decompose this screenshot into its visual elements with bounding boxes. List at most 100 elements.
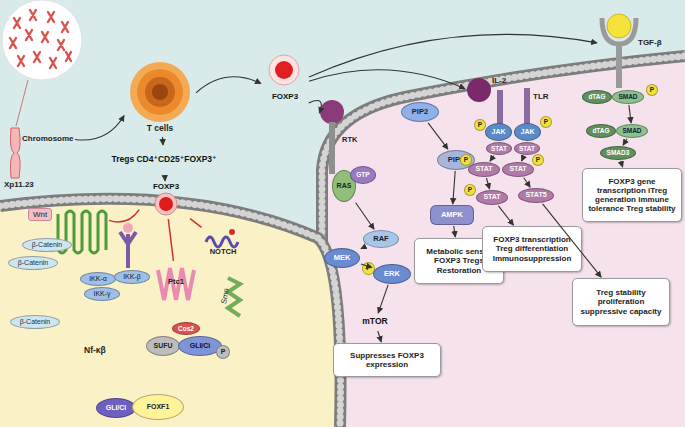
chromosome-marks	[10, 10, 71, 68]
diagram-node: mTOR	[353, 314, 397, 330]
connector-arrow	[453, 171, 455, 204]
ikk-ligand	[123, 223, 133, 233]
protein-oval: dTAG	[582, 90, 612, 104]
node-text: β-Catenin	[20, 318, 51, 326]
node-text: GLI/Ci	[106, 404, 127, 412]
node-text: IL-2	[492, 76, 506, 85]
t-cell-symbol	[130, 62, 190, 122]
phospho-dot: P	[646, 84, 658, 96]
node-text: TGF-β	[638, 38, 662, 47]
node-text: NOTCH	[200, 248, 246, 257]
node-text: IKK-α	[89, 275, 107, 283]
protein-oval: STAT5	[518, 188, 554, 203]
cell-cytoplasm	[322, 56, 685, 427]
node-text: PIP2	[412, 108, 428, 117]
leader-line	[16, 80, 28, 126]
membrane-lipid-heads	[322, 56, 685, 427]
inhibition-line	[109, 210, 139, 222]
connector-arrow	[629, 105, 631, 123]
protein-oval: MEK	[324, 248, 360, 268]
il2-receptor	[524, 88, 530, 124]
ptc1-receptor	[158, 268, 194, 300]
inhibition-line	[168, 219, 173, 261]
phospho-dot: P	[464, 184, 476, 196]
protein-oval: STAT	[514, 142, 540, 155]
node-text: dTAG	[592, 127, 609, 134]
outcome-box: FOXP3 transcription Treg differentiation…	[482, 226, 582, 272]
node-text: SMAD	[622, 127, 641, 134]
connector-arrow	[524, 178, 530, 187]
phospho-dot: P	[474, 119, 486, 131]
diagram-node: FOXP3	[140, 182, 192, 218]
membrane-lipid-heads	[0, 199, 341, 427]
outcome-box: Treg stability proliferation suppressive…	[572, 278, 670, 326]
chromosome-cluster	[2, 0, 82, 80]
connector-arrow	[522, 156, 524, 161]
protein-oval: STAT	[502, 162, 534, 177]
foxp3-symbol	[269, 55, 299, 85]
node-text: Smo	[220, 288, 231, 305]
inhibition-line	[190, 219, 201, 228]
connector-arrow	[428, 123, 448, 149]
connector-arrow	[356, 203, 374, 229]
diagram-node: Tregs CD4⁺CD25⁺FOXP3⁺	[108, 146, 220, 174]
connector-arrow	[378, 331, 382, 342]
diagram-node: Ptc1	[156, 262, 196, 302]
phospho-dot: P	[540, 116, 552, 128]
node-text: FOXP3 transcription Treg differentiation…	[486, 235, 578, 263]
node-text: P	[544, 118, 548, 125]
node-text: IKK-γ	[93, 290, 110, 298]
protein-oval: SUFU	[146, 336, 180, 356]
node-text: FOXP3	[140, 182, 192, 191]
protein-oval: Cos2	[172, 322, 200, 335]
connector-arrow	[196, 77, 261, 93]
node-text: STAT	[509, 165, 526, 173]
protein-oval: JAK	[514, 123, 541, 141]
connector-arrow	[498, 206, 513, 225]
node-text: STAT5	[525, 191, 546, 199]
protein-oval: IKK-α	[80, 272, 116, 286]
rtk-receptor	[329, 122, 335, 174]
node-text: IKK-β	[123, 273, 141, 281]
connector-arrow	[361, 248, 362, 250]
ikk-receptor	[120, 232, 136, 268]
text-label: Nf-κβ	[84, 345, 106, 355]
diagram-node: NOTCH	[200, 228, 246, 260]
node-text: Cos2	[178, 325, 194, 332]
node-text: mTOR	[362, 317, 387, 327]
node-text: P	[650, 86, 654, 93]
connector-arrow	[309, 34, 597, 77]
cell-membrane	[0, 199, 341, 427]
protein-oval: GTP	[350, 166, 376, 184]
node-text: SMAD	[618, 93, 637, 100]
node-text: RAS	[337, 182, 352, 190]
notch-symbol	[229, 229, 235, 235]
cell-membrane	[322, 56, 685, 427]
node-text: AMPK	[441, 211, 463, 220]
diagram-node: IL-2	[466, 76, 518, 104]
node-text: Wnt	[28, 208, 52, 221]
node-text: SUFU	[153, 342, 172, 350]
protein-oval: β-Catenin	[10, 315, 60, 329]
connector-arrow	[75, 116, 124, 141]
outcome-box: Suppresses FOXP3 expression	[333, 343, 441, 377]
node-text: JAK	[520, 128, 534, 136]
node-text: Xp11.23	[4, 180, 34, 189]
node-text: GTP	[356, 171, 369, 178]
foxp3-symbol	[155, 193, 177, 215]
protein-oval: STAT	[476, 190, 508, 205]
connector-arrow	[164, 175, 166, 181]
node-text: T cells	[125, 124, 195, 134]
connector-arrow	[162, 137, 164, 145]
il2-ligand	[467, 78, 491, 102]
diagram-node: ChromosomeXp11.23	[4, 122, 74, 192]
node-text: MEK	[334, 254, 351, 263]
t-cell-symbol	[145, 77, 175, 107]
node-text: GLI/Ci	[190, 342, 211, 350]
protein-oval: β-Catenin	[22, 238, 72, 252]
tgf-ligand	[607, 14, 631, 38]
node-text: Treg stability proliferation suppressive…	[576, 288, 666, 316]
node-text: P	[464, 156, 468, 163]
